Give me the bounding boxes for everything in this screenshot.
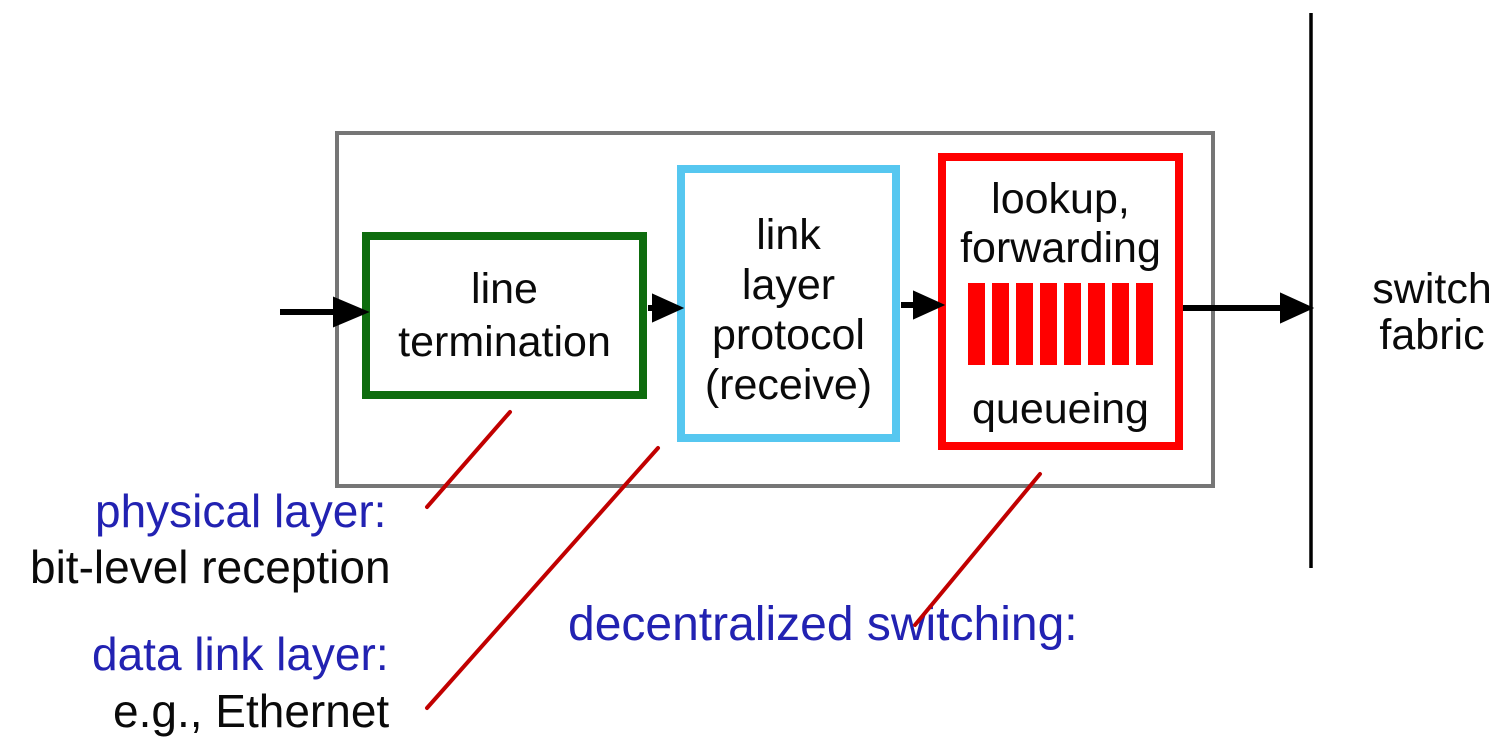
link-layer-label-line1: link [756,211,821,259]
physical-layer-body: bit-level reception [30,541,391,593]
arrow-to-switch-fabric-head-icon [1280,292,1315,324]
queue-bars [968,283,1153,365]
queue-bar [968,283,985,365]
physical-layer-heading: physical layer: [95,485,387,537]
lookup-label-line1: lookup, [991,175,1130,223]
queue-bar [1040,283,1057,365]
link-layer-label-line2: layer [741,261,836,309]
switch-fabric-label-line1: switch [1372,265,1492,313]
link-layer-label-line3: protocol [712,311,865,359]
switch-fabric-label-line2: fabric [1379,311,1485,359]
line-termination-label-line2: termination [398,317,611,366]
switch-fabric-label: switch fabric [1352,266,1500,358]
queue-bar [1016,283,1033,365]
link-layer-protocol-box: link layer protocol (receive) [677,165,900,442]
link-layer-label-line4: (receive) [704,361,873,409]
line-termination-box: line termination [362,232,647,399]
queue-bar [992,283,1009,365]
decentralized-switching-heading: decentralized switching: [568,598,1078,651]
lookup-forwarding-box: lookup, forwarding queueing [938,153,1183,450]
queueing-label: queueing [972,385,1149,433]
queue-bar [1064,283,1081,365]
lookup-label-line2: forwarding [960,224,1161,272]
data-link-layer-heading: data link layer: [92,628,389,680]
queue-bar [1136,283,1153,365]
queue-bar [1088,283,1105,365]
line-termination-label-line1: line [471,264,538,313]
data-link-layer-body: e.g., Ethernet [113,685,390,737]
queue-bar [1112,283,1129,365]
